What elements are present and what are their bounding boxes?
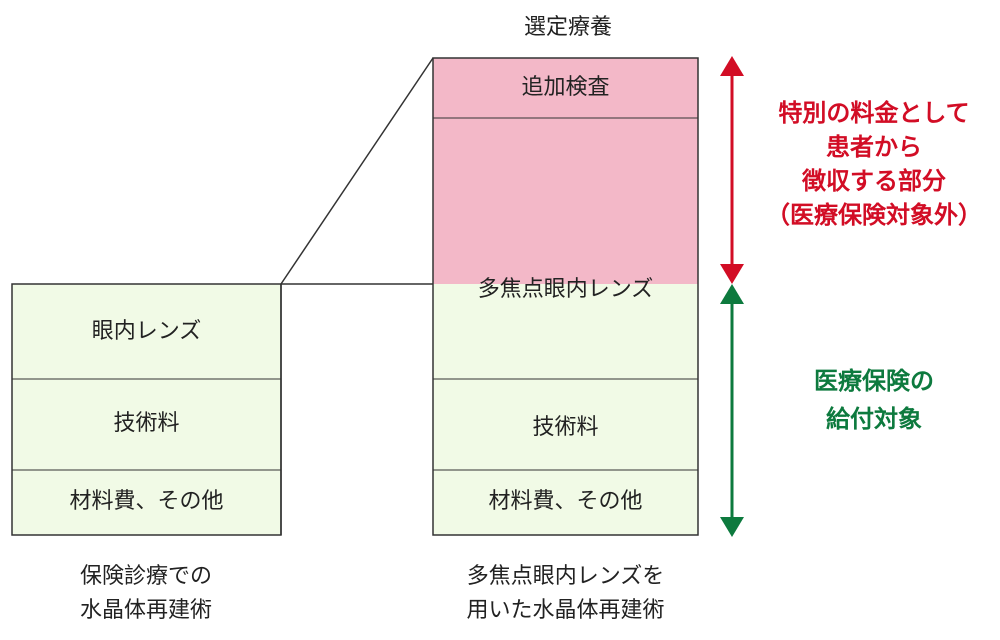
right-additional-exam-label: 追加検査 [521, 75, 610, 100]
connector-top-line [280, 57, 434, 285]
left-column-box [11, 283, 282, 536]
right-technical-fee-label: 技術料 [532, 415, 599, 440]
left-caption: 保険診療での 水晶体再建術 [79, 564, 212, 623]
left-lens-label: 眼内レンズ [91, 319, 202, 344]
red-arrow-head-top [720, 56, 744, 76]
right-multifocal-lens-label: 多焦点眼内レンズ [477, 277, 654, 302]
insurance-covered-note: 医療保険の 給付対象 [814, 367, 934, 433]
selective-care-title: 選定療養 [523, 15, 612, 40]
left-technical-fee-label: 技術料 [113, 411, 180, 436]
red-arrow-head-bottom [720, 264, 744, 284]
right-column-box [432, 57, 699, 536]
right-pink-area [433, 58, 698, 284]
left-materials-label: 材料費、その他 [69, 489, 224, 514]
green-arrow-head-bottom [720, 517, 744, 537]
green-arrow-head-top [720, 284, 744, 304]
out-of-insurance-note: 特別の料金として 患者から 徴収する部分 （医療保険対象外） [766, 99, 982, 229]
right-materials-label: 材料費、その他 [488, 489, 643, 514]
right-green-area [433, 284, 698, 535]
right-caption: 多焦点眼内レンズを 用いた水晶体再建術 [466, 564, 665, 623]
